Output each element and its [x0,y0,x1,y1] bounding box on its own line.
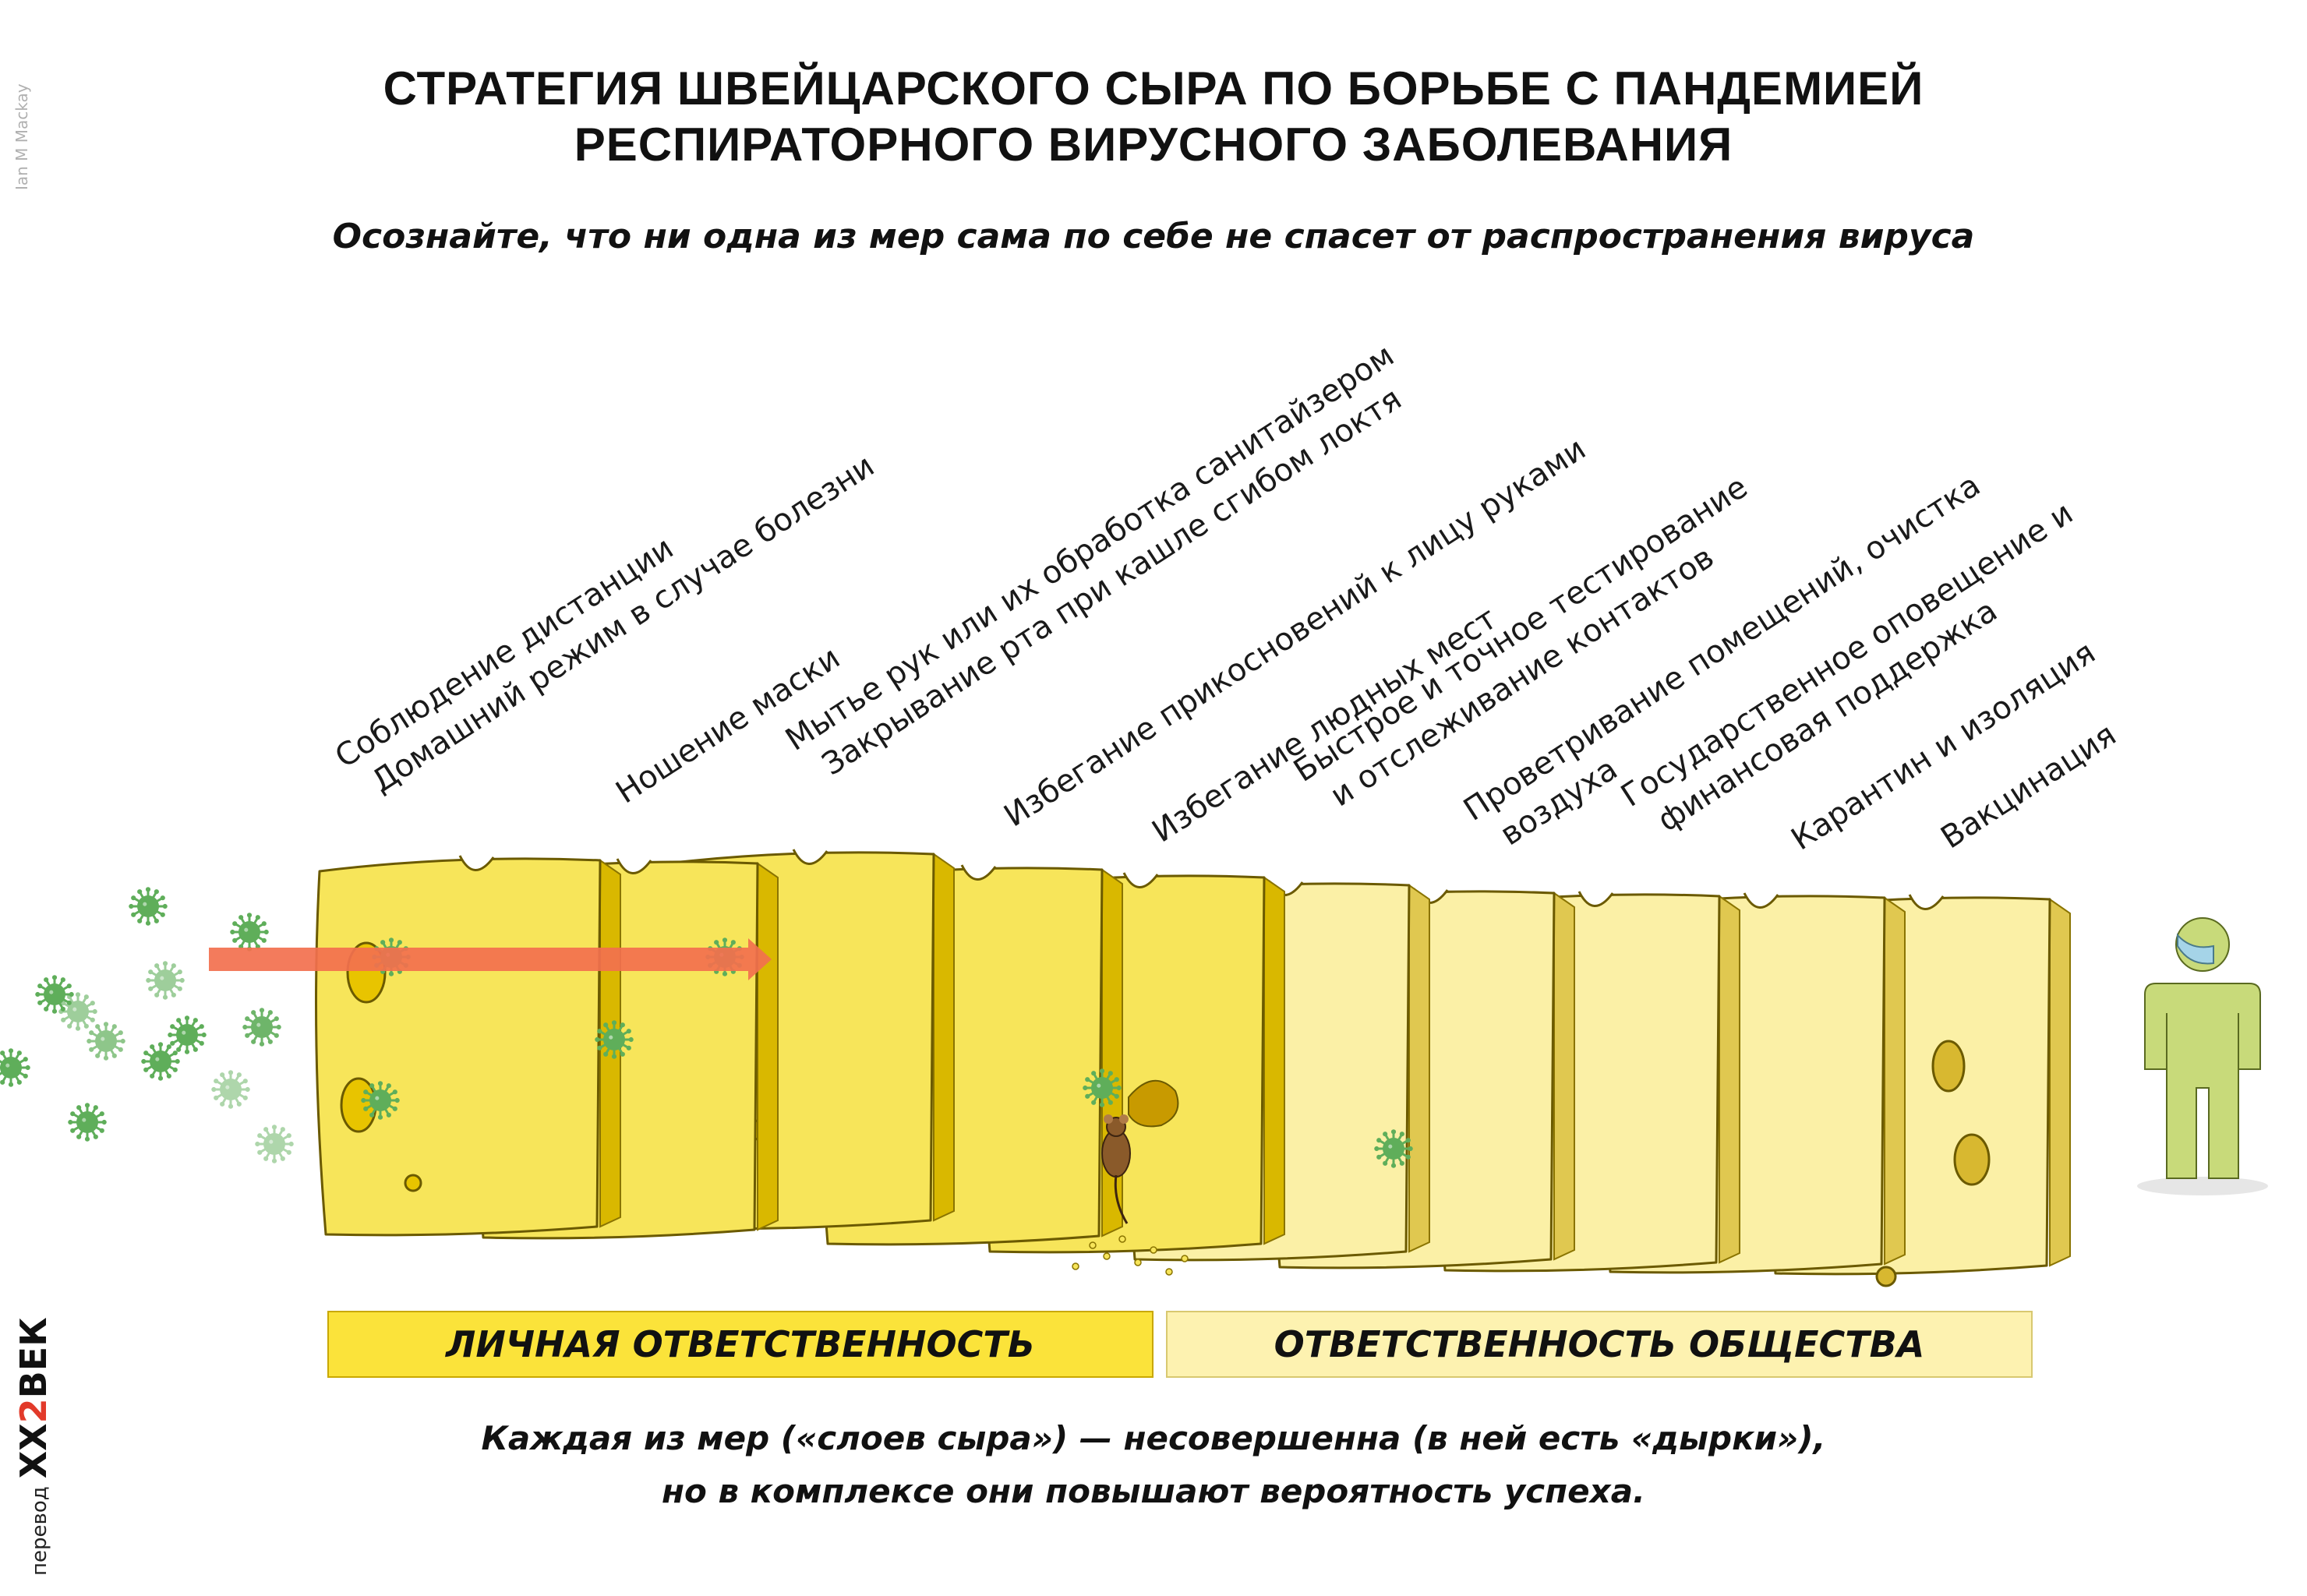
virus-9 [0,1048,30,1087]
crumb-5 [1072,1262,1079,1270]
personal-responsibility-label: ЛИЧНАЯ ОТВЕТСТВЕННОСТЬ [446,1323,1035,1365]
crumb-4 [1134,1259,1142,1266]
virus-14 [595,1020,634,1059]
brand-label: перевод [28,1486,51,1576]
footer-caption: Каждая из мер («слоев сыра») — несоверше… [0,1412,2307,1518]
cheese-hole-10-3 [1875,1266,1897,1287]
virus-arrow [209,938,772,980]
society-responsibility-label: ОТВЕТСТВЕННОСТЬ ОБЩЕСТВА [1274,1323,1925,1365]
crumb-7 [1165,1268,1173,1276]
cheese-slices [315,849,2071,1287]
bitten-hole [1128,1079,1179,1128]
face-mask-icon [2177,933,2214,965]
crumb-6 [1150,1246,1157,1254]
personal-responsibility-bar: ЛИЧНАЯ ОТВЕТСТВЕННОСТЬ [327,1311,1154,1378]
author-credit: Ian M Mackay [11,14,31,201]
cheese-hole-10-2 [1953,1133,1991,1186]
virus-13 [255,1125,294,1163]
virus-path-arrow [209,938,772,980]
crumb-2 [1103,1252,1111,1260]
brand-logo-right: ВЕК [12,1317,55,1399]
title-line-2: РЕСПИРАТОРНОГО ВИРУСНОГО ЗАБОЛЕВАНИЯ [574,118,1733,171]
footer-line-1: Каждая из мер («слоев сыра») — несоверше… [481,1419,1826,1457]
virus-1 [58,992,97,1031]
crumb-8 [1181,1255,1189,1262]
brand-logo-left: XX [12,1423,55,1479]
virus-4 [146,961,185,1000]
layer-label-3-line-1: Мытье рук или их обработка санитайзером [779,337,1401,758]
subtitle: Осознайте, что ни одна из мер сама по се… [332,217,1975,256]
virus-18 [1083,1068,1122,1107]
crumb-3 [1118,1235,1126,1243]
brand-logo: XX2ВЕК [12,1317,55,1478]
virus-17 [361,1081,400,1120]
footer-line-2: но в комплексе они повышают вероятность … [661,1472,1645,1510]
cheese-hole-10-1 [1931,1040,1966,1093]
virus-11 [211,1070,250,1109]
virus-8 [141,1042,180,1081]
cheese-hole-1-3 [404,1174,422,1192]
mouse-icon [1101,1079,1179,1224]
virus-5 [230,913,269,952]
virus-2 [129,887,168,926]
crumb-1 [1089,1241,1097,1249]
virus-6 [87,1022,125,1061]
masked-person-icon [2137,917,2268,1195]
page-title: СТРАТЕГИЯ ШВЕЙЦАРСКОГО СЫРА ПО БОРЬБЕ С … [0,61,2307,173]
extras [1072,917,2268,1276]
virus-19 [1374,1129,1413,1168]
cheese-slice-1 [315,855,621,1237]
virus-3 [35,975,74,1014]
brand-logo-accent: 2 [12,1398,55,1424]
virus-10 [242,1008,281,1047]
layer-label-1-line-1: Соблюдение дистанции [329,530,680,775]
translation-brand: перевод XX2ВЕК [9,1317,56,1582]
author-credit-text: Ian M Mackay [12,83,31,190]
virus-particles [0,887,1413,1168]
virus-12 [68,1103,107,1142]
title-line-1: СТРАТЕГИЯ ШВЕЙЦАРСКОГО СЫРА ПО БОРЬБЕ С … [383,62,1924,115]
virus-7 [168,1015,207,1054]
society-responsibility-bar: ОТВЕТСТВЕННОСТЬ ОБЩЕСТВА [1166,1311,2033,1378]
